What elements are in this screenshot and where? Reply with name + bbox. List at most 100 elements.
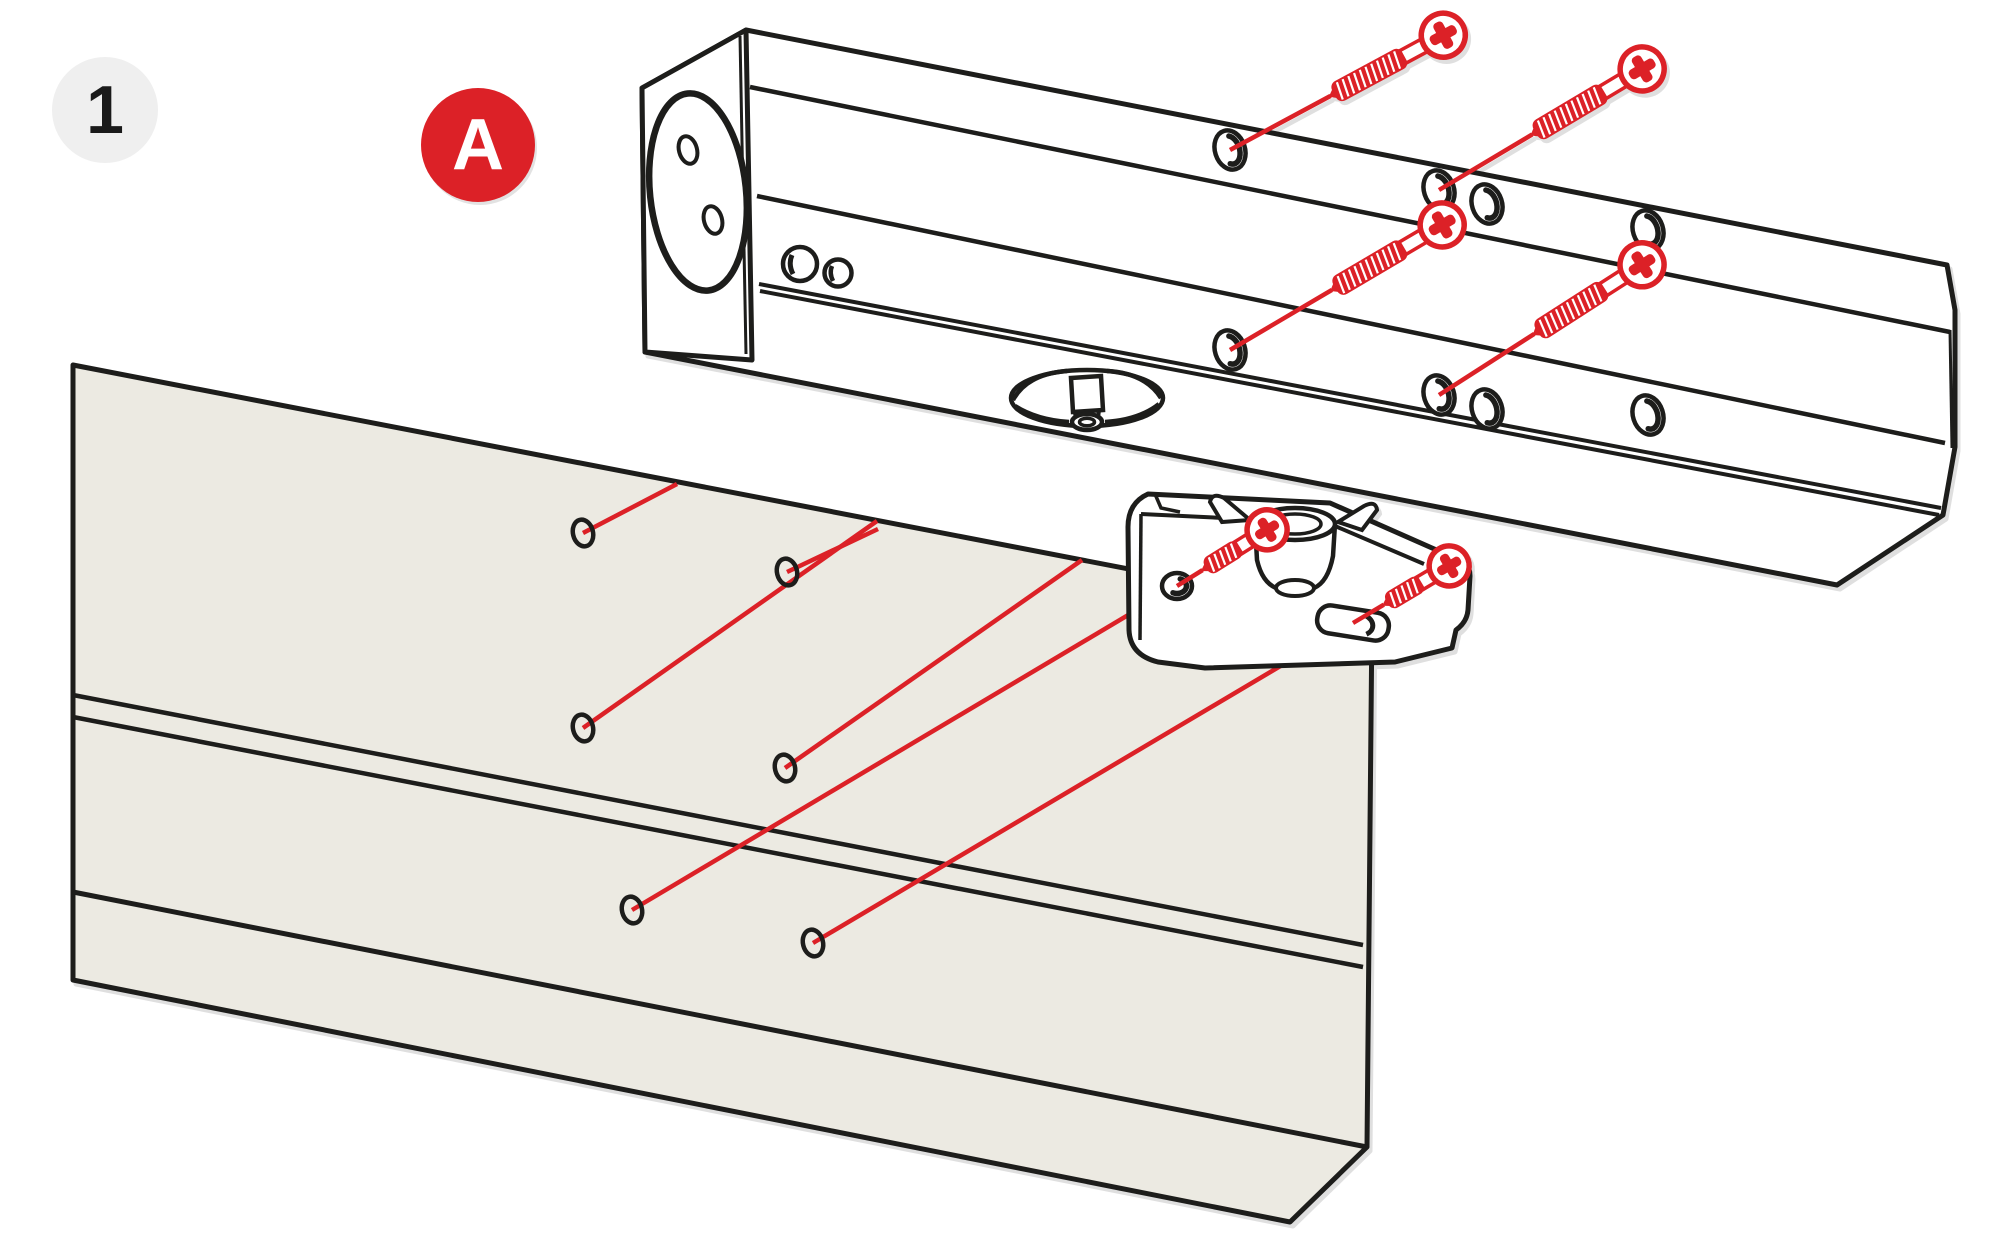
thread-ridge <box>1560 305 1570 323</box>
screw-1 <box>1228 10 1469 152</box>
thread-ridge <box>1576 294 1587 313</box>
screw-tip-line <box>1228 93 1332 152</box>
end-cap-hole-lower <box>701 204 725 236</box>
thread-ridge <box>1218 550 1227 566</box>
thread-ridge <box>1370 63 1379 82</box>
step-number-label: 1 <box>86 72 124 148</box>
thread-ridge <box>1400 585 1408 601</box>
closer-end-cap <box>639 27 755 363</box>
boss-bottom-opening <box>1274 578 1316 598</box>
thread-ridge <box>1364 259 1374 278</box>
door-pilot-hole-3-rim <box>570 712 596 744</box>
thread-ridge <box>1381 57 1390 76</box>
body-screw-hole-1-shading <box>1226 133 1243 167</box>
thread-ridge <box>1353 72 1361 91</box>
phillips-cross-icon <box>1257 517 1277 542</box>
valve-1-slot <box>787 253 796 276</box>
thread-ridge <box>1542 116 1552 135</box>
phillips-cross-icon <box>1631 251 1653 279</box>
alignment-line-4 <box>783 558 1084 770</box>
body-screw-hole-3-shading <box>1483 187 1500 221</box>
screw-tip-line <box>1437 132 1534 192</box>
thread-ridge <box>1582 291 1592 309</box>
thread-ridge <box>1381 249 1391 268</box>
thread-ridge <box>1559 106 1568 125</box>
body-screw-hole-8 <box>1630 393 1666 437</box>
spindle-nut-bore <box>1077 416 1097 428</box>
thread-ridge <box>1536 120 1546 138</box>
thread-ridge <box>1592 86 1602 105</box>
thread-ridge <box>1406 581 1414 597</box>
thread-ridge <box>1575 96 1585 115</box>
screw-4 <box>1437 240 1667 397</box>
thread-ridge <box>1593 284 1603 302</box>
thread-ridge <box>1341 78 1350 97</box>
thread-ridge <box>1347 75 1356 94</box>
body-screw-hole-3 <box>1469 182 1505 226</box>
thread-ridge <box>1554 308 1565 327</box>
thread-ridge <box>1375 60 1384 79</box>
thread-ridge <box>1581 93 1591 112</box>
door-bottom-bevel-edge <box>72 889 1368 1150</box>
screw-2 <box>1437 44 1667 192</box>
thread-ridge <box>1553 110 1563 128</box>
thread-ridge <box>1411 578 1419 594</box>
adjustment-valves <box>780 244 854 289</box>
spring-tube-end <box>645 90 751 294</box>
door-pilot-hole-5-rim <box>619 894 645 926</box>
closer-body-ridges <box>749 84 1954 517</box>
body-screw-hole-8-shading <box>1644 398 1661 432</box>
thread-ridge <box>1336 275 1346 294</box>
alignment-line-1 <box>581 482 679 535</box>
thread-ridge <box>1565 301 1576 320</box>
mounting-screws <box>1175 10 1667 625</box>
thread-ridge <box>1538 319 1548 338</box>
thread-ridge <box>1370 255 1379 274</box>
screw-tip-line <box>1351 602 1385 625</box>
flange-blade-1 <box>1011 368 1068 402</box>
bracket-corner-tab <box>1153 493 1181 514</box>
bracket-left-edge-detail <box>1138 513 1143 641</box>
thread-ridge <box>1571 298 1581 316</box>
slot-shading <box>1364 613 1376 637</box>
door-seams <box>72 692 1368 1150</box>
thread-ridge <box>1389 591 1397 607</box>
right-cap-detail <box>1948 329 1954 449</box>
door-pilot-hole-5 <box>619 894 645 926</box>
thread-ridge <box>1375 252 1385 271</box>
screw-tip-line <box>1437 331 1536 397</box>
thread-ridge <box>1392 242 1402 261</box>
phillips-cross-icon <box>1631 55 1653 83</box>
phillips-cross-icon <box>1431 211 1453 239</box>
door-seam-groove-top <box>72 692 1364 948</box>
screw-tip-line <box>1228 288 1334 352</box>
door-pilot-hole-4 <box>772 752 798 784</box>
alignment-line-6 <box>811 621 1355 945</box>
thread-ridge <box>1364 66 1373 85</box>
thread-ridge <box>1229 543 1238 559</box>
door-panel <box>70 362 1375 1225</box>
door-pilot-hole-3 <box>570 712 596 744</box>
alignment-line-5 <box>630 584 1179 912</box>
thread-ridge <box>1359 262 1368 281</box>
thread-ridge <box>1544 315 1554 334</box>
lower-rail-edge-2 <box>759 289 1940 517</box>
spindle-nut <box>1069 411 1105 433</box>
alignment-lines <box>581 482 1355 945</box>
thread-ridge <box>1570 100 1580 119</box>
screw-tip-line <box>1175 568 1204 588</box>
part-letter-badge: A <box>421 88 535 202</box>
boss-left-fin <box>1207 493 1256 525</box>
door-seam-groove-bottom <box>72 714 1364 970</box>
screw-3 <box>1228 200 1467 352</box>
front-bottom-ridge <box>756 193 1946 446</box>
body-screw-hole-5-shading <box>1226 333 1243 367</box>
thread-ridge <box>1387 246 1396 264</box>
closer-body-screw-holes <box>1212 128 1666 437</box>
thread-ridge <box>1358 69 1367 88</box>
thread-ridge <box>1353 265 1363 284</box>
spindle-hub <box>1068 373 1106 415</box>
thread-ridge <box>1548 113 1557 132</box>
body-screw-hole-6-shading <box>1435 378 1452 412</box>
